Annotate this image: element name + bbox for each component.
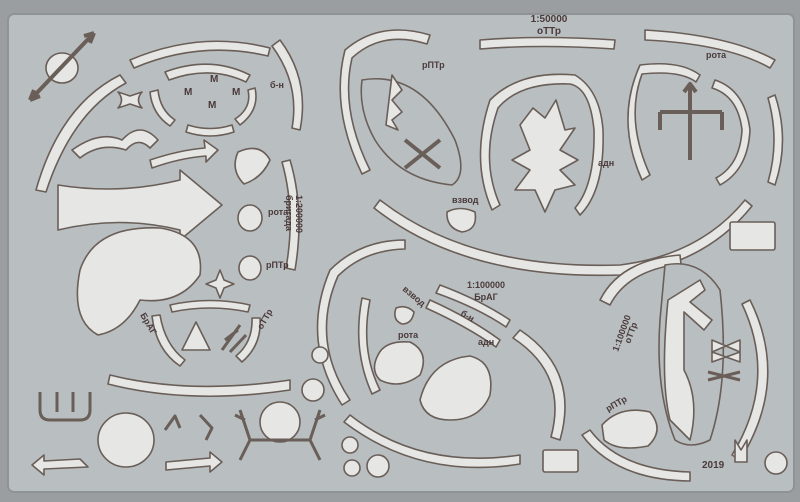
trident-top — [658, 82, 724, 160]
chain-right — [707, 370, 741, 382]
m-ring-top — [164, 63, 251, 83]
arc-right-left-group — [271, 39, 304, 131]
logo-circle — [764, 451, 788, 475]
brag-bar-1 — [435, 284, 511, 328]
lightning-arrow-right — [165, 451, 223, 473]
label-rota-mid: рота — [268, 207, 289, 217]
ring-right — [235, 317, 261, 363]
arc-bottom-right — [581, 429, 691, 482]
rota-oval — [373, 340, 425, 385]
arc-right-bottom — [599, 254, 682, 306]
adn-bean — [419, 355, 492, 421]
label-scale-200000: 1:200000 — [294, 195, 304, 233]
arc-middle-big — [373, 199, 753, 277]
m-ring-right — [234, 87, 257, 126]
label-vzvod-mid: взвод — [452, 195, 479, 205]
rota-ring-right — [711, 79, 751, 186]
label-scale-50000: 1:50000 — [531, 14, 568, 25]
arc-lower-bottom — [343, 414, 521, 469]
arc-bottom-left — [107, 374, 291, 398]
m-letter-2: M — [210, 74, 218, 85]
arc-top-mid-left — [339, 29, 431, 175]
arc-top-bar — [479, 36, 616, 50]
bowtie-shape — [117, 91, 143, 109]
rect-right — [729, 221, 776, 251]
circle-small-5 — [366, 454, 390, 478]
circle-large — [97, 412, 155, 468]
circle-rota — [237, 204, 263, 232]
arch-shape — [71, 129, 159, 159]
label-scale-100000: 1:100000 — [467, 280, 505, 290]
label-rptr-top: рПТр — [422, 60, 445, 70]
spiked-shape — [511, 99, 579, 213]
label-bch: б-н — [270, 80, 284, 90]
big-arrow — [57, 169, 223, 241]
label-rptr-mid: рПТр — [266, 260, 289, 270]
vzvod-blob — [446, 207, 477, 233]
small-star — [205, 269, 235, 299]
arc-top-left — [129, 40, 271, 69]
m-letter-4: M — [208, 100, 216, 111]
brag-bar-2 — [425, 299, 501, 348]
vzvod-oval — [394, 305, 415, 325]
m-ring-bottom — [185, 124, 235, 137]
lower-ring — [357, 297, 381, 395]
blob-1 — [234, 147, 271, 185]
label-ottr: оТТр — [537, 26, 561, 37]
m-letter-1: M — [184, 87, 192, 98]
label-adn-low: адн — [478, 337, 494, 347]
circle-small-1 — [301, 378, 325, 402]
flag-arrow — [663, 279, 713, 441]
circle-small-4 — [343, 459, 361, 477]
ring-left — [151, 314, 186, 367]
arc-lower-right — [512, 329, 566, 441]
label-year: 2019 — [702, 460, 725, 471]
adn-ring — [479, 73, 604, 216]
cross-x — [403, 138, 442, 170]
w-icon — [38, 392, 92, 422]
emblem — [734, 439, 748, 463]
circle-small-2 — [311, 346, 329, 364]
arc-right-side — [767, 94, 784, 186]
label-brag: БрАГ — [474, 292, 498, 302]
m-letter-3: M — [232, 87, 240, 98]
lightning-down — [385, 74, 403, 131]
arrows-cluster — [220, 324, 248, 354]
large-bean — [76, 227, 202, 336]
rect-bottom — [542, 449, 579, 473]
ring-top — [169, 299, 251, 313]
triangle — [181, 321, 211, 351]
trident-bottom — [234, 409, 326, 461]
rptr-lens — [360, 78, 462, 186]
circle-rptr — [238, 255, 262, 281]
label-rota-low: рота — [398, 330, 419, 340]
rota-ring — [627, 62, 701, 181]
arc-brigade — [281, 159, 300, 271]
double-arrow-diagonal — [28, 31, 96, 102]
circle-medium — [259, 401, 301, 443]
angle-icons — [163, 413, 214, 441]
lightning-arrow-left — [31, 454, 89, 476]
arc-left-large — [35, 74, 127, 193]
bowtie-right — [711, 339, 741, 363]
label-brigade: бригада — [284, 195, 294, 232]
circle-small-3 — [341, 436, 359, 454]
m-ring-left — [149, 89, 176, 127]
label-adn: адн — [598, 158, 614, 168]
arc-top-right — [644, 29, 776, 69]
rptr-oval — [601, 409, 658, 449]
label-rota-top: рота — [706, 50, 727, 60]
curved-arrow — [149, 139, 219, 169]
